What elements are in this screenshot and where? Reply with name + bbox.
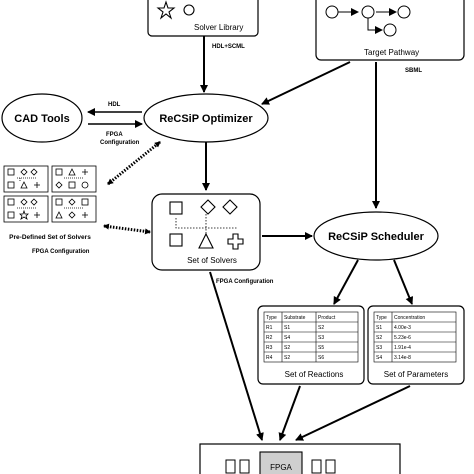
pathway-node	[361, 5, 375, 19]
predefined-solvers-label: Pre-Defined Set of Solvers	[9, 234, 91, 241]
scheduler-label: ReCSiP Scheduler	[328, 231, 424, 243]
reactions-table-header-cell: Product	[318, 315, 336, 321]
set-of-solvers-label: Set of Solvers	[187, 256, 237, 265]
target-pathway-box: Target Pathway	[315, 0, 465, 61]
parameters-table-cell: 5.23e-6	[394, 335, 411, 341]
reactions-table-cell: S6	[318, 355, 324, 361]
optimizer-label: ReCSiP Optimizer	[159, 113, 253, 125]
reactions-table-header-cell: Type	[266, 315, 277, 321]
reactions-table-cell: R1	[266, 325, 273, 331]
parameters-table-cell: 3.14e-8	[394, 355, 411, 361]
reactions-table-cell: R2	[266, 335, 273, 341]
parameters-label: Set of Parameters	[384, 370, 448, 379]
fpga-chip	[259, 451, 303, 474]
cad-tools-label: CAD Tools	[14, 113, 69, 125]
sbml-label: SBML	[405, 68, 422, 74]
parameters-table-header-cell: Concentration	[394, 315, 425, 321]
optimizer-node: ReCSiP Optimizer	[143, 93, 269, 143]
parameters-table-cell: 4.00e-3	[394, 325, 411, 331]
parameters-table-cell: S3	[376, 345, 382, 351]
reactions-table-cell: S3	[318, 335, 324, 341]
parameters-table-header-cell: Type	[376, 315, 387, 321]
pathway-node	[383, 23, 397, 37]
reactions-table-header-cell: Substrate	[284, 315, 306, 321]
hdl-scml-label: HDL+SCML	[212, 44, 245, 50]
solver-library-label: Solver Library	[194, 23, 243, 32]
reactions-table-cell: S5	[318, 345, 324, 351]
reactions-table-cell: S2	[284, 355, 290, 361]
circle-icon	[183, 4, 195, 16]
fpga-config-label-1a: FPGA	[106, 132, 123, 138]
reactions-table-cell: S2	[284, 345, 290, 351]
reactions-table-cell: S1	[284, 325, 290, 331]
solver-library-box: Solver Library	[147, 0, 259, 37]
predefined-solvers-group: Pre-Defined Set of Solvers	[3, 165, 97, 241]
pathway-node	[325, 5, 339, 19]
pathway-node	[397, 5, 411, 19]
fpga-config-label-3: FPGA Configuration	[216, 279, 274, 285]
set-of-solvers-box: Set of Solvers	[151, 193, 261, 271]
fpga-label: FPGA	[270, 463, 292, 472]
fpga-config-label-1b: Configuration	[100, 140, 140, 146]
parameters-table-cell: S4	[376, 355, 382, 361]
fpga-board: FPGA	[199, 443, 401, 474]
reactions-table-cell: S2	[318, 325, 324, 331]
target-pathway-label: Target Pathway	[364, 48, 419, 57]
reactions-table-cell: R3	[266, 345, 273, 351]
parameters-table-cell: 1.91e-4	[394, 345, 411, 351]
fpga-config-label-2: FPGA Configuration	[32, 249, 90, 255]
star-icon	[156, 0, 176, 20]
parameters-table-cell: S1	[376, 325, 382, 331]
hdl-label: HDL	[108, 102, 121, 108]
reactions-table-cell: S4	[284, 335, 290, 341]
parameters-table-cell: S2	[376, 335, 382, 341]
scheduler-node: ReCSiP Scheduler	[313, 211, 439, 261]
reactions-table-cell: R4	[266, 355, 273, 361]
reactions-label: Set of Reactions	[285, 370, 344, 379]
cad-tools-node: CAD Tools	[1, 93, 83, 143]
